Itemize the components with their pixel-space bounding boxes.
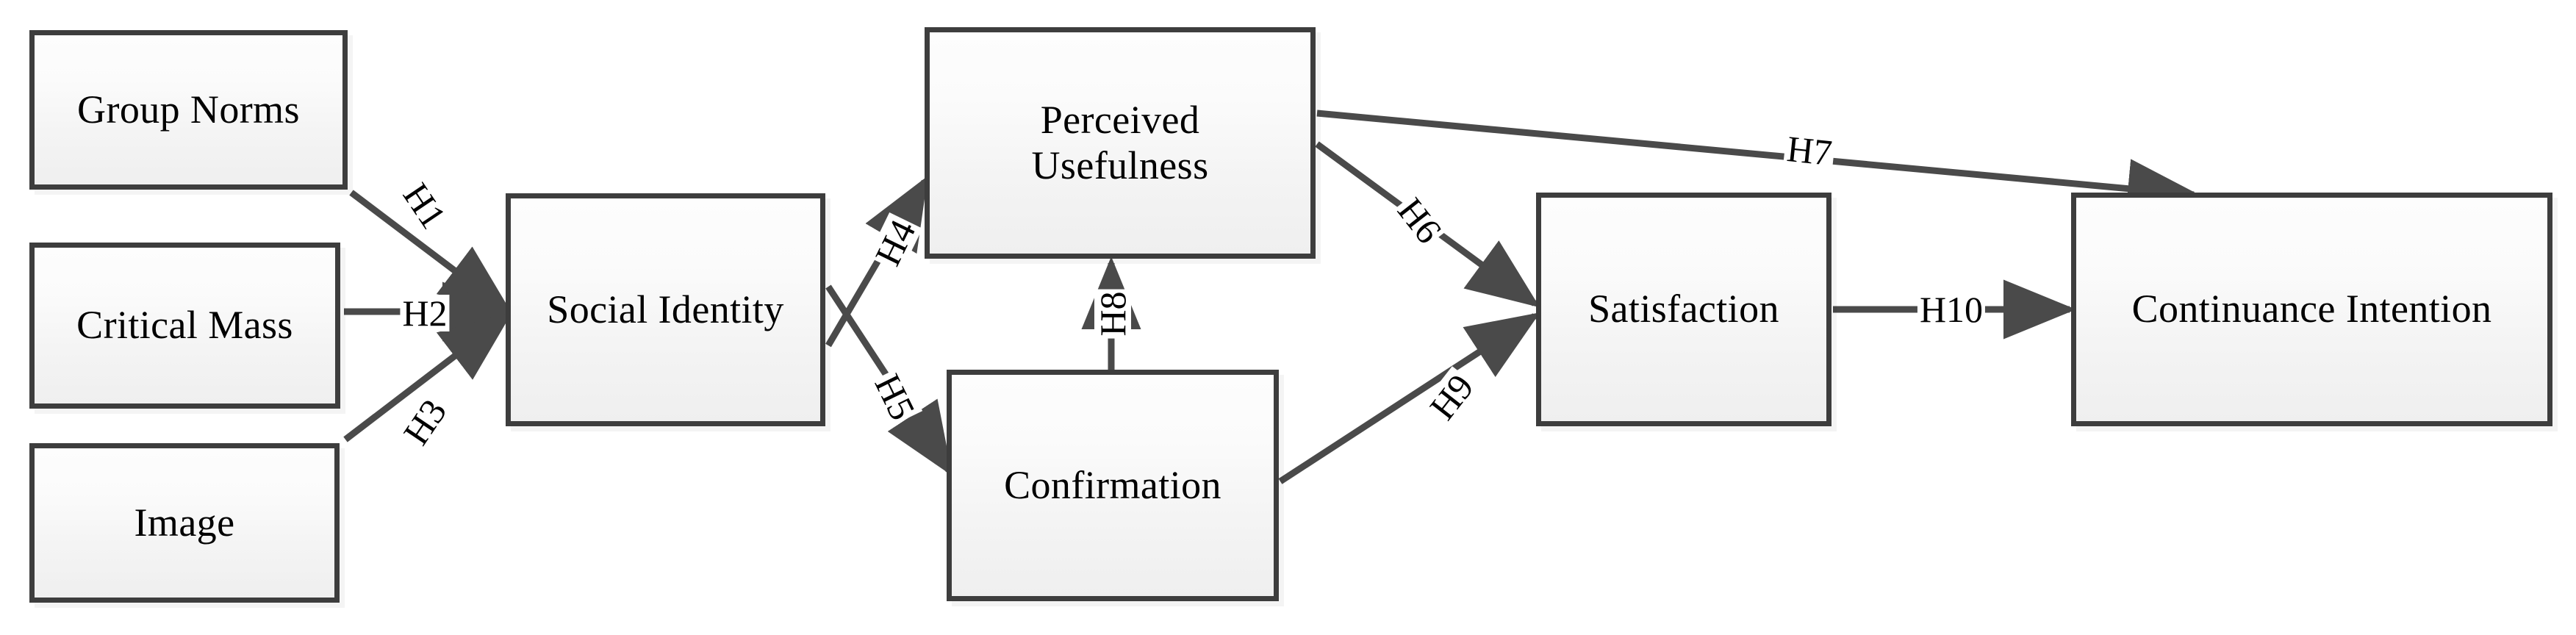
edge-label-h2: H2: [400, 295, 450, 331]
node-image[interactable]: Image: [29, 443, 340, 603]
node-continuance-intention[interactable]: Continuance Intention: [2071, 193, 2552, 426]
node-perceived-usefulness[interactable]: Perceived Usefulness: [925, 27, 1316, 259]
node-confirmation[interactable]: Confirmation: [947, 370, 1279, 601]
node-group-norms[interactable]: Group Norms: [29, 30, 348, 190]
node-label: Image: [134, 500, 235, 545]
edge-h7-line: [1316, 110, 2200, 218]
node-label: Confirmation: [1004, 462, 1221, 507]
edge-h9-line: [1278, 312, 1540, 484]
node-label: Continuance Intention: [2131, 287, 2492, 331]
edge-label-h8: H8: [1092, 289, 1133, 339]
node-label: Satisfaction: [1588, 287, 1779, 331]
node-social-identity[interactable]: Social Identity: [506, 193, 825, 426]
edge-h3-line: [343, 312, 513, 442]
edge-label-h7: H7: [1783, 128, 1836, 173]
node-satisfaction[interactable]: Satisfaction: [1536, 193, 1831, 426]
node-label: Perceived Usefulness: [1031, 97, 1209, 187]
edge-label-h10: H10: [1917, 291, 1986, 328]
node-label: Critical Mass: [76, 303, 293, 348]
node-label: Group Norms: [77, 87, 300, 132]
edge-h4-line: [825, 176, 928, 348]
node-critical-mass[interactable]: Critical Mass: [29, 243, 340, 409]
node-label: Social Identity: [547, 287, 784, 331]
